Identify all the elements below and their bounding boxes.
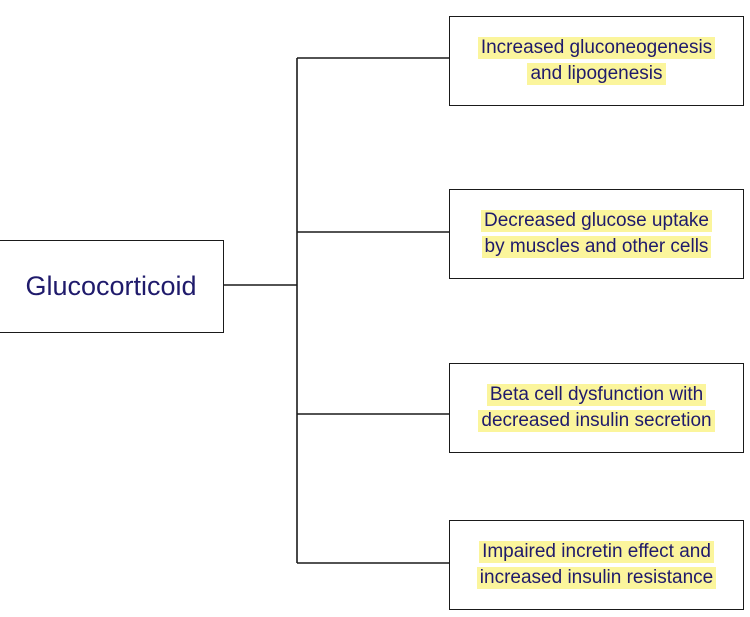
effect-line-2: and lipogenesis [527,63,666,85]
effect-line-2: decreased insulin secretion [478,410,715,432]
effect-text: Beta cell dysfunction with decreased ins… [478,384,715,432]
effect-line-1: Decreased glucose uptake [481,210,712,232]
effect-text: Impaired incretin effect and increased i… [476,541,717,589]
root-node: Glucocorticoid [0,240,224,333]
effect-text: Increased gluconeogenesis and lipogenesi… [477,37,716,85]
effect-line-1: Increased gluconeogenesis [477,37,716,59]
effect-line-1: Beta cell dysfunction with [486,384,707,406]
effect-node-glucose-uptake: Decreased glucose uptake by muscles and … [449,189,744,279]
effect-node-incretin: Impaired incretin effect and increased i… [449,520,744,610]
root-label: Glucocorticoid [25,271,197,301]
effect-node-beta-cell: Beta cell dysfunction with decreased ins… [449,363,744,453]
effect-text: Decreased glucose uptake by muscles and … [481,210,712,258]
effect-line-2: by muscles and other cells [481,236,712,258]
effect-node-gluconeogenesis: Increased gluconeogenesis and lipogenesi… [449,16,744,106]
effect-line-1: Impaired incretin effect and [479,541,714,563]
effect-line-2: increased insulin resistance [476,567,717,589]
